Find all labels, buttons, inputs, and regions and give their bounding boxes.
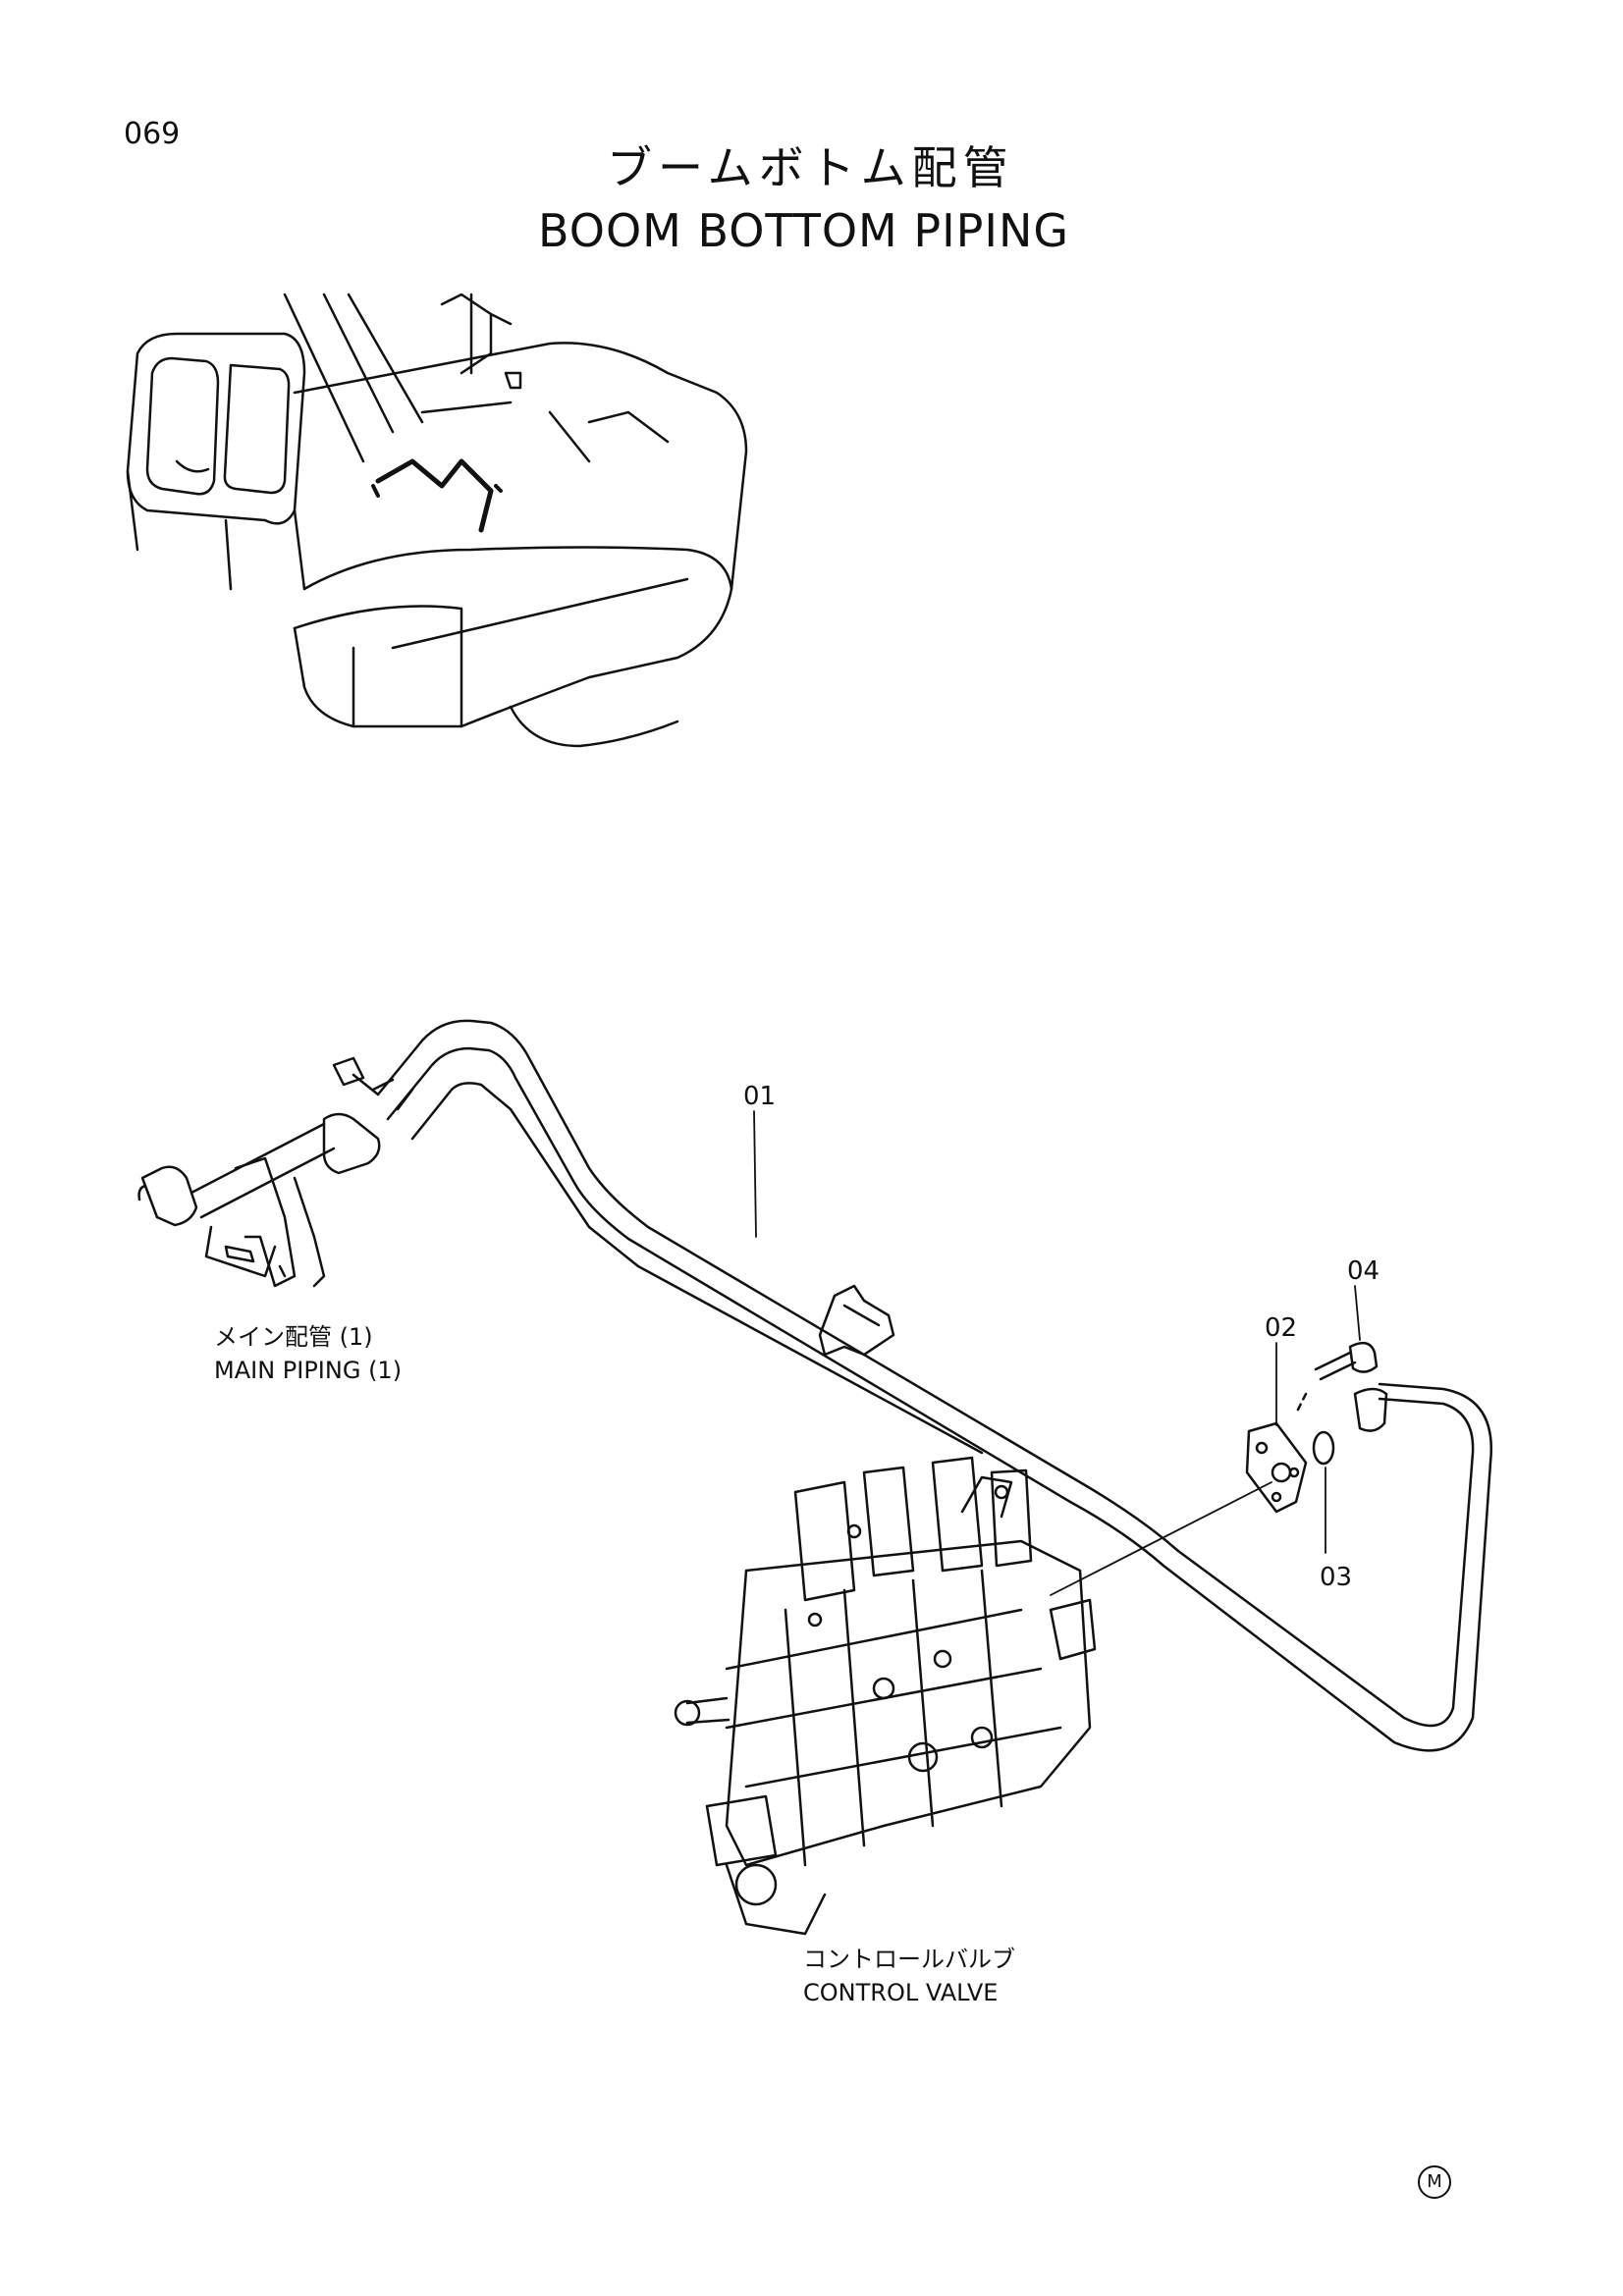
- page-number: 069: [124, 117, 181, 151]
- callout-04: 04: [1347, 1256, 1380, 1286]
- callout-01: 01: [743, 1082, 777, 1111]
- control-valve-label-jp: コントロールバルブ: [803, 1946, 1015, 1973]
- bolt-icon: [1294, 1285, 1379, 1415]
- flange-leader-line: [1050, 1481, 1272, 1596]
- control-valve-label-en: CONTROL VALVE: [803, 1979, 999, 2006]
- main-piping-assembly-icon: [137, 1056, 395, 1288]
- page-title-japanese: ブームボトム配管: [607, 141, 1014, 194]
- page-title-english: BOOM BOTTOM PIPING: [538, 204, 1070, 257]
- o-ring-icon: [1312, 1430, 1335, 1554]
- split-flange-icon: [1245, 1342, 1308, 1514]
- callout-03: 03: [1320, 1563, 1353, 1592]
- pipe-flange-end-icon: [1353, 1387, 1388, 1432]
- maker-mark: M: [1418, 2165, 1451, 2199]
- boom-bottom-pipe-icon: [376, 1019, 1493, 1752]
- callout-02: 02: [1265, 1313, 1298, 1343]
- main-piping-label-jp: メイン配管 (1): [214, 1323, 373, 1351]
- control-valve-icon: [674, 1456, 1097, 1936]
- excavator-overview-icon: [126, 293, 748, 748]
- main-piping-label-en: MAIN PIPING (1): [214, 1357, 403, 1384]
